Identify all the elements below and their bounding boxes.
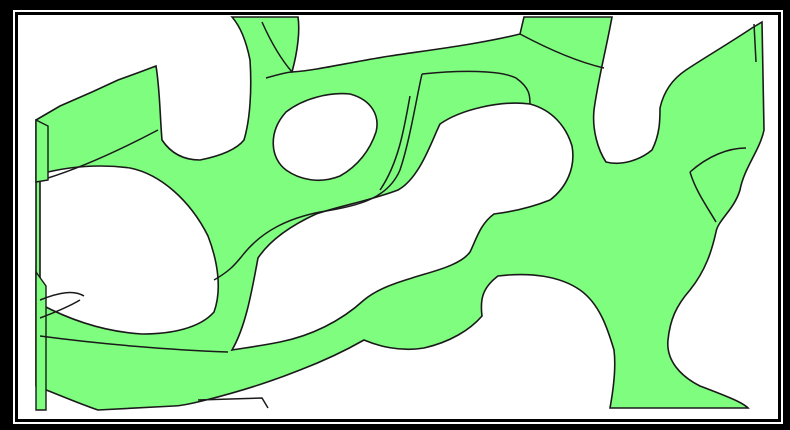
left-edge-strip-top (36, 120, 48, 182)
left-edge-strip-bottom (36, 272, 46, 410)
